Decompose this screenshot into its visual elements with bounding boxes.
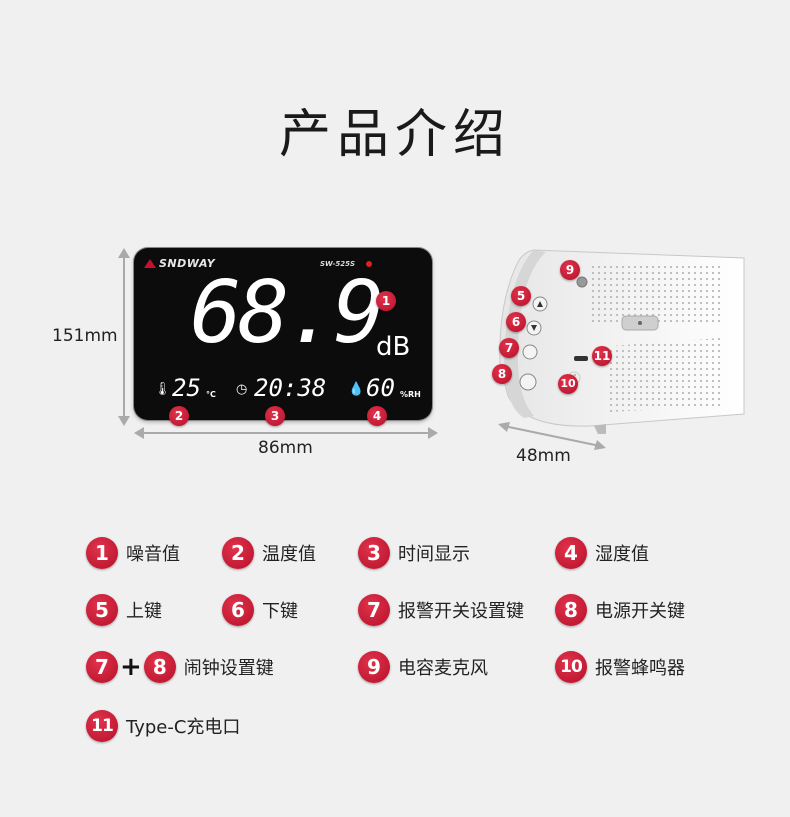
callout-4: 4 [367, 406, 387, 426]
callout-8: 8 [492, 364, 512, 384]
page-title: 产品介绍 [278, 105, 511, 165]
legend-badge: 11 [86, 710, 118, 742]
noise-unit: dB [376, 332, 411, 362]
device-front-display: SNDWAY SW-525S 68.9 dB 🌡 25 °C ◷ 20:38 💧… [134, 248, 432, 420]
legend-badge: 8 [143, 651, 176, 683]
legend-item-time: 3 时间显示 [358, 537, 470, 569]
model-label: SW-525S [320, 260, 356, 268]
callout-6: 6 [506, 312, 526, 332]
legend-badge: 7 [86, 651, 118, 683]
temperature-value: 25 [172, 374, 201, 402]
device-side-view: 9 5 6 7 8 11 10 [492, 246, 754, 476]
humidity-unit: %RH [400, 390, 421, 399]
legend-item-up-key: 5 上键 [86, 594, 162, 626]
temperature-unit: °C [206, 390, 216, 399]
legend-label: 闹钟设置键 [183, 658, 274, 679]
legend-badge: 8 [555, 594, 587, 626]
width-arrow-left [134, 427, 144, 439]
legend-badge: 10 [555, 651, 587, 683]
legend-item-alarm-clock-key: 7 + 8 闹钟设置键 [86, 651, 274, 683]
callout-3: 3 [265, 406, 285, 426]
callout-7: 7 [499, 338, 519, 358]
height-dimension-line [123, 254, 125, 420]
legend-badge: 7 [358, 594, 390, 626]
legend-label: 报警开关设置键 [398, 601, 524, 622]
legend-badge: 1 [86, 537, 118, 569]
width-dimension-line [140, 432, 430, 434]
width-arrow-right [428, 427, 438, 439]
clock-icon: ◷ [236, 382, 248, 397]
legend-badge: 3 [358, 537, 390, 569]
legend-item-type-c-port: 11 Type-C充电口 [86, 710, 240, 742]
callout-1: 1 [376, 291, 396, 311]
legend-badge: 9 [358, 651, 390, 683]
callout-9: 9 [560, 260, 580, 280]
depth-dimension-label: 48mm [516, 446, 571, 466]
callout-2: 2 [169, 406, 189, 426]
callout-11: 11 [592, 346, 612, 366]
legend-label: 电源开关键 [595, 601, 685, 622]
callout-10: 10 [558, 374, 578, 394]
legend-item-buzzer: 10 报警蜂鸣器 [555, 651, 685, 683]
legend-badge: 5 [86, 594, 118, 626]
legend-label: 时间显示 [398, 544, 470, 565]
legend-label: 温度值 [262, 544, 316, 565]
legend-item-noise: 1 噪音值 [86, 537, 180, 569]
legend-badge: 6 [222, 594, 254, 626]
height-dimension-label: 151mm [52, 326, 118, 346]
brand-name: SNDWAY [159, 257, 216, 270]
legend-item-temperature: 2 温度值 [222, 537, 316, 569]
height-arrow-bottom [118, 416, 130, 426]
legend-plus: + [120, 652, 142, 682]
legend-badge: 2 [222, 537, 254, 569]
noise-value: 68.9 [190, 263, 385, 363]
legend-label: 电容麦克风 [398, 658, 488, 679]
legend-item-alarm-switch-key: 7 报警开关设置键 [358, 594, 524, 626]
brand-logo: SNDWAY [144, 257, 215, 270]
legend-label: 噪音值 [126, 544, 180, 565]
callout-5: 5 [511, 286, 531, 306]
thermometer-icon: 🌡 [154, 382, 171, 397]
width-dimension-label: 86mm [258, 438, 313, 458]
height-arrow-top [118, 248, 130, 258]
legend-label: 上键 [126, 601, 162, 622]
legend-label: 下键 [262, 601, 298, 622]
humidity-value: 60 [366, 374, 395, 402]
legend-label: Type-C充电口 [126, 717, 241, 738]
alarm-led [366, 261, 372, 267]
brand-triangle-icon [144, 259, 156, 268]
legend-label: 报警蜂鸣器 [595, 658, 685, 679]
depth-dimension-arrow [498, 422, 606, 450]
legend-item-power-key: 8 电源开关键 [555, 594, 685, 626]
legend-badge: 4 [555, 537, 587, 569]
legend-item-humidity: 4 湿度值 [555, 537, 649, 569]
droplet-icon: 💧 [348, 382, 365, 397]
legend-item-down-key: 6 下键 [222, 594, 298, 626]
legend-item-microphone: 9 电容麦克风 [358, 651, 488, 683]
legend-label: 湿度值 [595, 544, 649, 565]
time-value: 20:38 [254, 374, 327, 402]
